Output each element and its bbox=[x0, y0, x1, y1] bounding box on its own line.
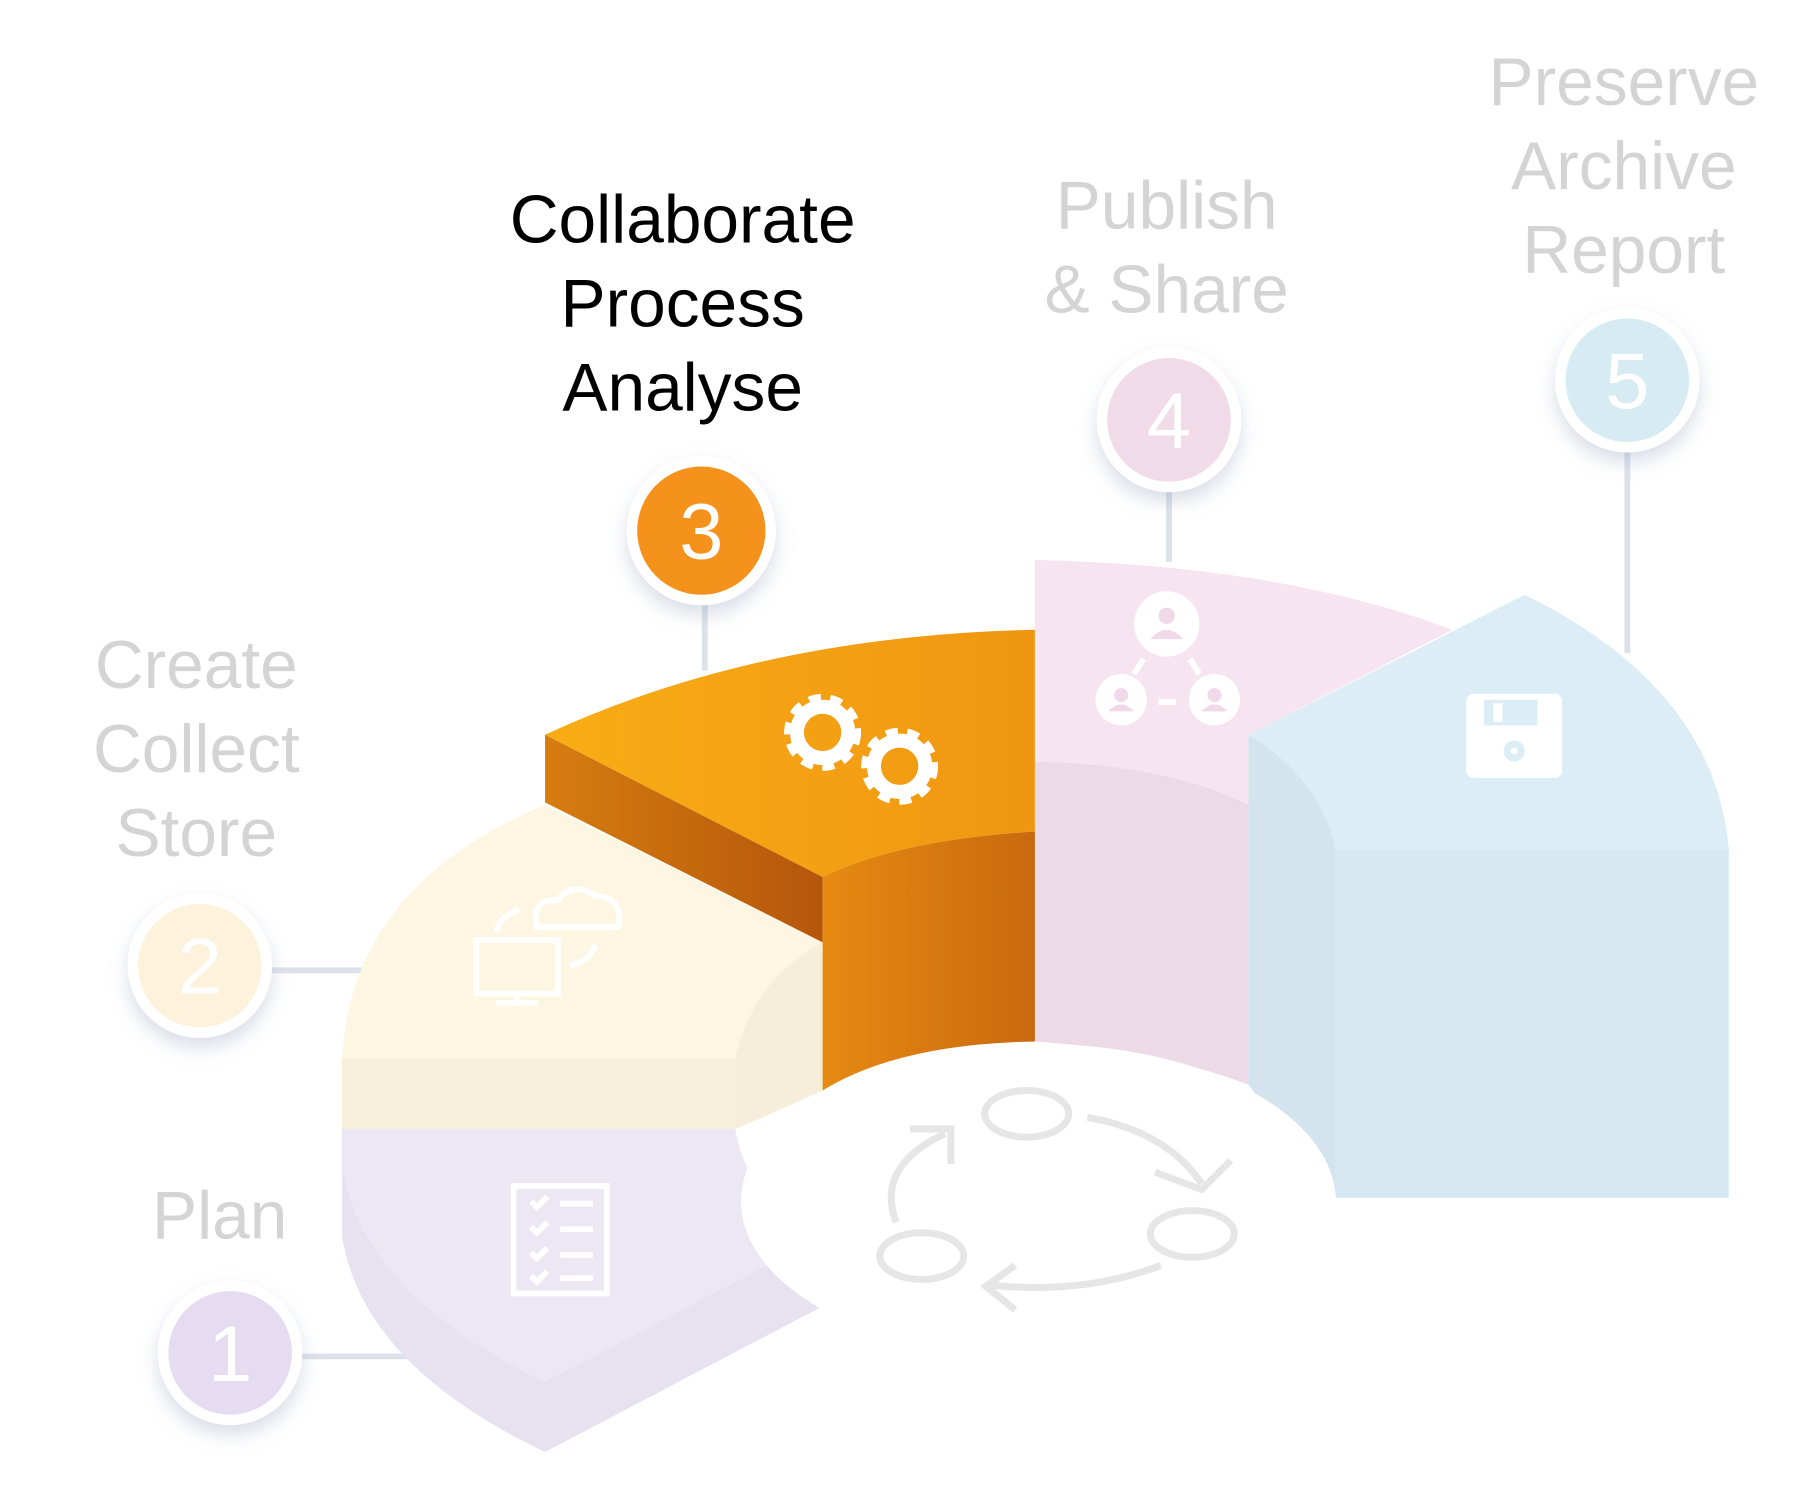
step-number: 2 bbox=[178, 922, 222, 1011]
segment-1[interactable] bbox=[342, 1128, 823, 1453]
step-number: 5 bbox=[1605, 336, 1649, 425]
step-badge-2[interactable]: 2 bbox=[127, 893, 273, 1038]
step-4-label-line: Publish bbox=[1056, 169, 1278, 244]
floppy-disk-icon bbox=[1466, 693, 1563, 778]
step-badge-4[interactable]: 4 bbox=[1096, 347, 1242, 493]
checklist-icon bbox=[510, 1183, 610, 1297]
step-badge-5[interactable]: 5 bbox=[1555, 307, 1700, 453]
step-badge-3[interactable]: 3 bbox=[626, 456, 776, 606]
segment-5[interactable] bbox=[1248, 594, 1729, 1198]
users-network-icon bbox=[1095, 591, 1241, 726]
connector-lines bbox=[262, 445, 1631, 1360]
step-3-label-line: Process bbox=[561, 267, 805, 342]
step-5-label-line: Report bbox=[1522, 213, 1725, 288]
step-number: 4 bbox=[1147, 376, 1191, 465]
step-badge-1[interactable]: 1 bbox=[157, 1280, 303, 1426]
step-number: 3 bbox=[679, 487, 723, 576]
step-2-label-line: Create bbox=[95, 628, 298, 703]
cycle-icon bbox=[876, 1086, 1238, 1313]
step-number: 1 bbox=[208, 1309, 252, 1398]
step-1-label: Plan bbox=[152, 1179, 287, 1254]
step-2-label-line: Store bbox=[115, 796, 277, 871]
step-5-label-line: Preserve bbox=[1489, 45, 1760, 120]
segment-3[interactable] bbox=[545, 629, 1035, 1091]
step-5-label-line: Archive bbox=[1511, 129, 1737, 204]
segment-2[interactable] bbox=[342, 804, 823, 1129]
computer-cloud-sync-icon bbox=[473, 886, 623, 1006]
step-3-label-line: Analyse bbox=[562, 351, 803, 426]
center-hub bbox=[740, 1043, 1336, 1359]
step-4-label-line: & Share bbox=[1044, 253, 1288, 328]
step-2-label-line: Collect bbox=[93, 712, 300, 787]
segment-4[interactable] bbox=[1034, 559, 1453, 1085]
step-3-label-line: Collaborate bbox=[510, 183, 856, 258]
gears-icon bbox=[784, 693, 939, 805]
